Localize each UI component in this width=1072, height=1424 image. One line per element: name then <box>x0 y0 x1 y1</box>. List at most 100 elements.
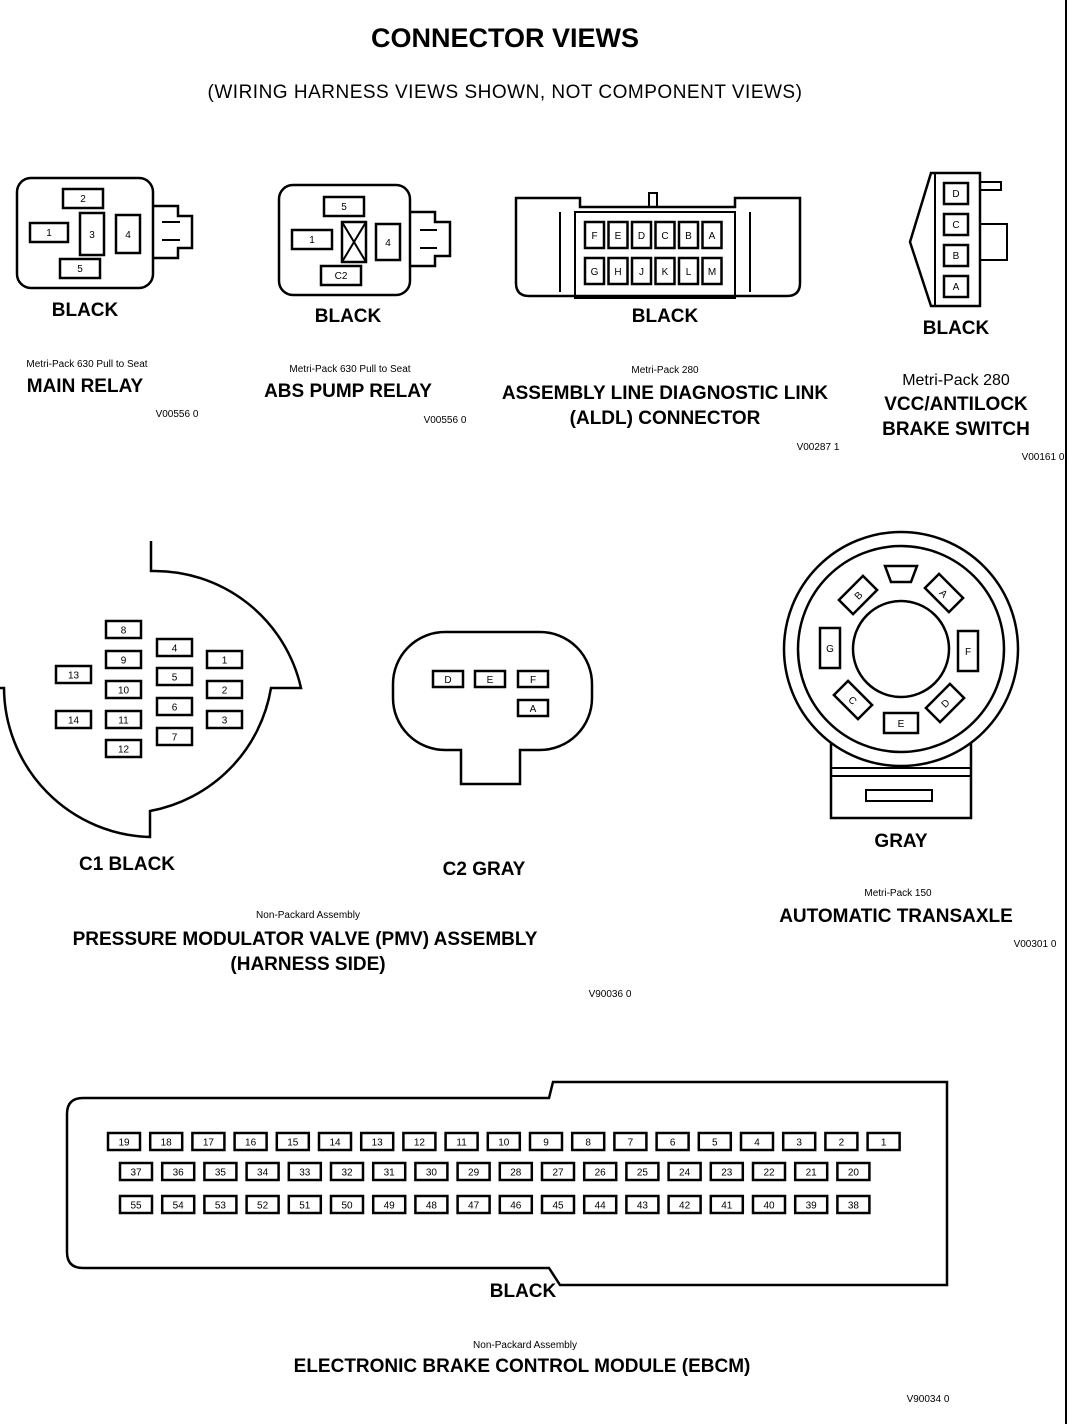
pmv-c2-housing <box>391 630 594 786</box>
pmv-c1-pin-box <box>54 709 93 730</box>
pmv-c1-pin-label: 2 <box>222 686 228 697</box>
aldl-pin-label: F <box>591 231 597 242</box>
ebcm-pin-label: 39 <box>806 1201 818 1212</box>
ebcm-pin: 14 <box>317 1131 353 1152</box>
ebcm-pin-box <box>528 1131 564 1152</box>
ebcm-pin-box <box>414 1161 449 1182</box>
pmv-c1-pin: 12 <box>104 738 143 759</box>
pmv-c1-pin-label: 6 <box>172 703 178 714</box>
abs-relay-housing <box>277 183 412 297</box>
ebcm-pin: 16 <box>233 1131 268 1152</box>
pmv-c2-pin <box>516 669 550 689</box>
aldl-pin-label: H <box>614 267 621 278</box>
pmv-c2-pin <box>473 669 507 689</box>
aldl-pin-label: E <box>615 231 622 242</box>
aldl-pin-box <box>677 256 700 286</box>
transaxle-pin: C <box>832 679 874 721</box>
transaxle-pin: E <box>882 711 920 735</box>
aldl-pin-box <box>654 220 676 250</box>
transaxle-code: V00301 0 <box>1014 939 1057 950</box>
aldl-name-line1: ASSEMBLY LINE DIAGNOSTIC LINK <box>502 383 828 404</box>
transaxle-center-hole <box>851 599 951 699</box>
aldl-key <box>648 192 658 208</box>
ebcm-pin-label: 16 <box>245 1138 257 1149</box>
pmv-c1-pin-label: 9 <box>121 656 127 667</box>
ebcm-pin-label: 11 <box>456 1138 467 1149</box>
ebcm-pin-box <box>739 1131 775 1152</box>
transaxle-pin-box <box>832 679 874 721</box>
aldl-guides <box>559 212 751 292</box>
main-relay-connector: 2 1 3 4 5 <box>15 176 194 290</box>
pmv-c1-pin-box <box>104 619 143 640</box>
ebcm-pin-label: 25 <box>637 1168 649 1179</box>
transaxle-pin-label: F <box>965 647 971 658</box>
ebcm-pin-label: 21 <box>806 1168 818 1179</box>
abs-relay-pin <box>319 264 363 287</box>
main-relay-pin-label: 2 <box>80 194 86 205</box>
transaxle-outer-ring <box>782 530 1020 768</box>
ebcm-pin-label: 28 <box>510 1168 522 1179</box>
pmv-c1-pin: 14 <box>54 709 93 730</box>
abs-relay-pin-label: 4 <box>385 238 391 249</box>
ebcm-pin: 30 <box>414 1161 449 1182</box>
transaxle-pin: D <box>924 682 966 724</box>
pmv-c1-pin-label: 14 <box>68 716 80 727</box>
pmv-c1-pin-label: 1 <box>222 656 228 667</box>
transaxle-base-slot <box>865 789 933 802</box>
vcc-switch-code: V00161 0 <box>1022 452 1065 463</box>
pmv-c1-pin-label: 7 <box>172 733 178 744</box>
ebcm-pin: 55 <box>118 1194 154 1215</box>
ebcm-pin-box <box>118 1161 154 1182</box>
main-relay-pin-label: 1 <box>46 228 52 239</box>
ebcm-pin-label: 51 <box>299 1201 311 1212</box>
vcc-switch-type: Metri-Pack 280 <box>902 372 1010 389</box>
pmv-c1-pin-label: 11 <box>118 716 129 727</box>
ebcm-pin-box <box>667 1161 702 1182</box>
pmv-c1-label: C1 BLACK <box>79 854 175 875</box>
vcc-switch-connector: D C B A <box>908 171 1008 308</box>
ebcm-pin-label: 18 <box>161 1138 173 1149</box>
aldl-pin-label: K <box>662 267 669 278</box>
ebcm-housing <box>65 1080 949 1287</box>
ebcm-pin: 29 <box>456 1161 491 1182</box>
ebcm-pin-label: 19 <box>118 1138 130 1149</box>
transaxle-key <box>883 564 919 584</box>
pmv-c1-pin: 2 <box>205 679 244 700</box>
main-relay-latch <box>153 204 194 260</box>
ebcm-pin-label: 3 <box>796 1138 802 1149</box>
transaxle-inner-ring <box>796 544 1006 754</box>
ebcm-pin-label: 35 <box>215 1168 227 1179</box>
aldl-pin-label: C <box>661 231 668 242</box>
ebcm-pin: 6 <box>655 1131 690 1152</box>
ebcm-pin-box <box>203 1161 238 1182</box>
ebcm-pin-box <box>793 1161 829 1182</box>
transaxle-pin-label: G <box>826 644 834 655</box>
transaxle-pin-box <box>818 626 842 670</box>
ebcm-pin: 9 <box>528 1131 564 1152</box>
ebcm-pin: 18 <box>148 1131 184 1152</box>
ebcm-pin: 27 <box>540 1161 576 1182</box>
aldl-pin: M <box>701 256 723 286</box>
ebcm-pin-label: 33 <box>299 1168 311 1179</box>
abs-relay-pin-label: 1 <box>309 235 315 246</box>
ebcm-pin: 38 <box>836 1194 871 1215</box>
ebcm-pin-label: 15 <box>287 1138 299 1149</box>
ebcm-pin-box <box>697 1131 733 1152</box>
ebcm-pin-label: 5 <box>712 1138 718 1149</box>
ebcm-pin-box <box>329 1194 365 1215</box>
ebcm-pin-label: 22 <box>763 1168 775 1179</box>
abs-relay-type: Metri-Pack 630 Pull to Seat <box>289 364 410 375</box>
ebcm-pin: 24 <box>667 1161 702 1182</box>
abs-relay-code: V00556 0 <box>424 415 467 426</box>
ebcm-pin: 26 <box>582 1161 618 1182</box>
pmv-c2-pin <box>431 669 465 689</box>
aldl-color: BLACK <box>632 306 699 327</box>
transaxle-pin-box <box>956 629 980 673</box>
